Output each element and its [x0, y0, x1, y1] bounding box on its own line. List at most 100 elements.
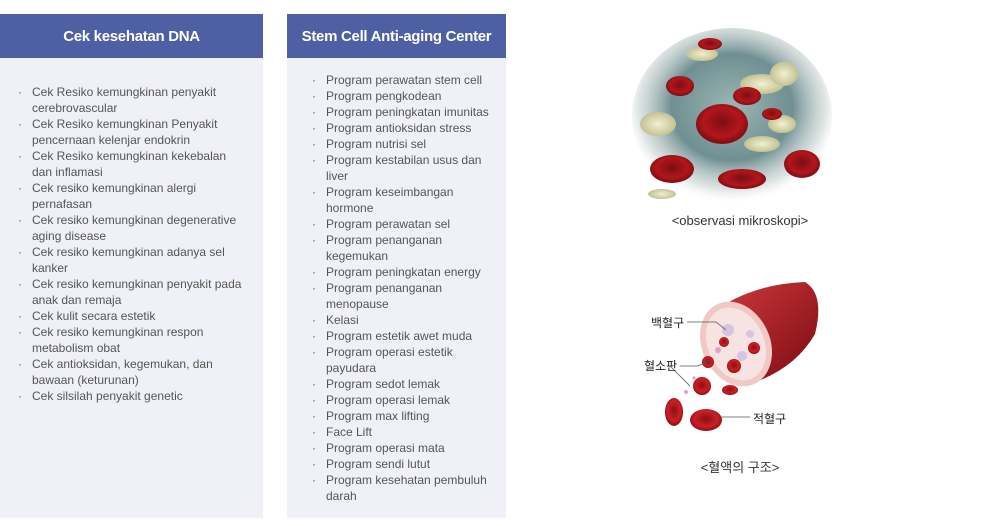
dna-item-list: ·Cek Resiko kemungkinan penyakit cerebro… — [0, 58, 263, 404]
bullet-icon: · — [312, 409, 316, 423]
stem-item-text: Program penanganan menopause — [326, 281, 443, 311]
stem-list-item: · Program kesehatan pembuluh darah — [312, 472, 492, 504]
dna-list-item: · Cek resiko kemungkinan respon metabolis… — [18, 324, 243, 356]
red-blood-cell-label: 적혈구 — [753, 412, 787, 426]
dna-item-text: Cek resiko kemungkinan alergi pernafasan — [32, 181, 197, 211]
stem-panel-title: Stem Cell Anti-aging Center — [287, 14, 506, 58]
stem-cell-panel: Stem Cell Anti-aging Center · Program per… — [287, 14, 506, 518]
bullet-icon: · — [18, 309, 22, 323]
stem-list-item: · Kelasi — [312, 312, 492, 328]
stem-list-item: · Program operasi mata — [312, 440, 492, 456]
bullet-icon: · — [18, 213, 22, 227]
bullet-icon: · — [18, 389, 22, 403]
dna-panel-title: Cek kesehatan DNA — [0, 14, 263, 58]
dna-list-item: ·Cek kulit secara estetik — [18, 308, 243, 324]
stem-item-text: Program antioksidan stress — [326, 121, 472, 135]
stem-item-text: Program nutrisi sel — [326, 137, 427, 151]
stem-item-text: Program perawatan sel — [326, 217, 451, 231]
stem-item-list: ·Program perawatan stem cell·Program pen… — [287, 58, 506, 504]
stem-item-text: Program peningkatan energy — [326, 265, 481, 279]
stem-item-text: Kelasi — [326, 313, 359, 327]
bullet-icon: · — [312, 457, 316, 471]
dna-item-text: Cek silsilah penyakit genetic — [32, 389, 183, 403]
bullet-icon: · — [18, 85, 22, 99]
dna-list-item: · Cek silsilah penyakit genetic — [18, 388, 243, 404]
stem-item-text: Program pengkodean — [326, 89, 442, 103]
dna-list-item: · Cek Resiko kemungkinan kekebalan dan in… — [18, 148, 243, 180]
bullet-icon: · — [18, 181, 22, 195]
stem-item-text: Program sendi lutut — [326, 457, 431, 471]
stem-list-item: · Program sedot lemak — [312, 376, 492, 392]
stem-list-item: · Program perawatan sel — [312, 216, 492, 232]
stem-list-item: · Program pengkodean — [312, 88, 492, 104]
platelet-label: 혈소판 — [644, 359, 678, 373]
bullet-icon: · — [18, 149, 22, 163]
microscope-caption: <observasi mikroskopi> — [671, 213, 809, 228]
bullet-icon: · — [312, 105, 316, 119]
stem-item-text: Program estetik awet muda — [326, 329, 473, 343]
stem-list-item: ·Program operasi estetik payudara — [312, 344, 492, 376]
stem-item-text: Program operasi estetik payudara — [326, 345, 453, 375]
stem-item-text: Program penanganan kegemukan — [326, 233, 443, 263]
stem-list-item: · Program penanganan kegemukan — [312, 232, 492, 264]
bullet-icon: · — [312, 313, 316, 327]
stem-list-item: · Program kestabilan usus dan liver — [312, 152, 492, 184]
bullet-icon: · — [312, 441, 316, 455]
stem-list-item: · Program perawatan stem cell — [312, 72, 492, 88]
microscope-observation-image — [632, 24, 832, 204]
stem-list-item: · Program peningkatan energy — [312, 264, 492, 280]
stem-item-text: Program operasi mata — [326, 441, 445, 455]
stem-list-item: · Program sendi lutut — [312, 456, 492, 472]
blood-structure-image — [630, 274, 830, 444]
bullet-icon: · — [312, 425, 316, 439]
dna-list-item: ·Cek resiko kemungkinan penyakit pada an… — [18, 276, 243, 308]
bullet-icon: · — [18, 117, 22, 131]
stem-item-text: Program perawatan stem cell — [326, 73, 483, 87]
stem-item-text: Program max lifting — [326, 409, 430, 423]
stem-list-item: · Face Lift — [312, 424, 492, 440]
bullet-icon: · — [18, 245, 22, 259]
stem-list-item: ·Program peningkatan imunitas — [312, 104, 492, 120]
dna-item-text: Cek antioksidan, kegemukan, dan bawaan (… — [32, 357, 213, 387]
dna-list-item: · Cek resiko kemungkinan adanya sel kanke… — [18, 244, 243, 276]
stem-list-item: · Program keseimbangan hormone — [312, 184, 492, 216]
dna-check-panel: Cek kesehatan DNA ·Cek Resiko kemungkina… — [0, 14, 263, 518]
stem-item-text: Program kestabilan usus dan liver — [326, 153, 482, 183]
blood-structure-caption: <혈액의 구조> — [700, 460, 780, 475]
bullet-icon: · — [312, 393, 316, 407]
stem-item-text: Program operasi lemak — [326, 393, 451, 407]
stem-item-text: Program keseimbangan hormone — [326, 185, 454, 215]
bullet-icon: · — [312, 217, 316, 231]
bullet-icon: · — [312, 153, 316, 167]
dna-item-text: Cek resiko kemungkinan adanya sel kanker — [32, 245, 225, 275]
stem-item-text: Program sedot lemak — [326, 377, 441, 391]
dna-item-text: Cek Resiko kemungkinan kekebalan dan inf… — [32, 149, 227, 179]
bullet-icon: · — [312, 185, 316, 199]
dna-item-text: Cek resiko kemungkinan penyakit pada ana… — [32, 277, 242, 307]
bullet-icon: · — [18, 325, 22, 339]
bullet-icon: · — [312, 265, 316, 279]
stem-list-item: · Program nutrisi sel — [312, 136, 492, 152]
dna-list-item: ·Cek Resiko kemungkinan penyakit cerebro… — [18, 84, 243, 116]
dna-list-item: ·Cek Resiko kemungkinan Penyakit pencern… — [18, 116, 243, 148]
stem-item-text: Program kesehatan pembuluh darah — [326, 473, 487, 503]
stem-list-item: · Program penanganan menopause — [312, 280, 492, 312]
bullet-icon: · — [312, 233, 316, 247]
stem-list-item: · Program max lifting — [312, 408, 492, 424]
stem-item-text: Face Lift — [326, 425, 373, 439]
stem-list-item: · Program estetik awet muda — [312, 328, 492, 344]
bullet-icon: · — [312, 121, 316, 135]
dna-item-text: Cek resiko kemungkinan degenerative agin… — [32, 213, 237, 243]
bullet-icon: · — [312, 137, 316, 151]
white-blood-cell-label: 백혈구 — [651, 316, 685, 330]
dna-list-item: ·Cek antioksidan, kegemukan, dan bawaan … — [18, 356, 243, 388]
dna-list-item: · Cek resiko kemungkinan alergi pernafasa… — [18, 180, 243, 212]
bullet-icon: · — [312, 329, 316, 343]
bullet-icon: · — [312, 473, 316, 487]
bullet-icon: · — [312, 281, 316, 295]
bullet-icon: · — [312, 377, 316, 391]
bullet-icon: · — [312, 89, 316, 103]
dna-item-text: Cek resiko kemungkinan respon metabolism… — [32, 325, 204, 355]
dna-list-item: · Cek resiko kemungkinan degenerative agi… — [18, 212, 243, 244]
bullet-icon: · — [312, 73, 316, 87]
